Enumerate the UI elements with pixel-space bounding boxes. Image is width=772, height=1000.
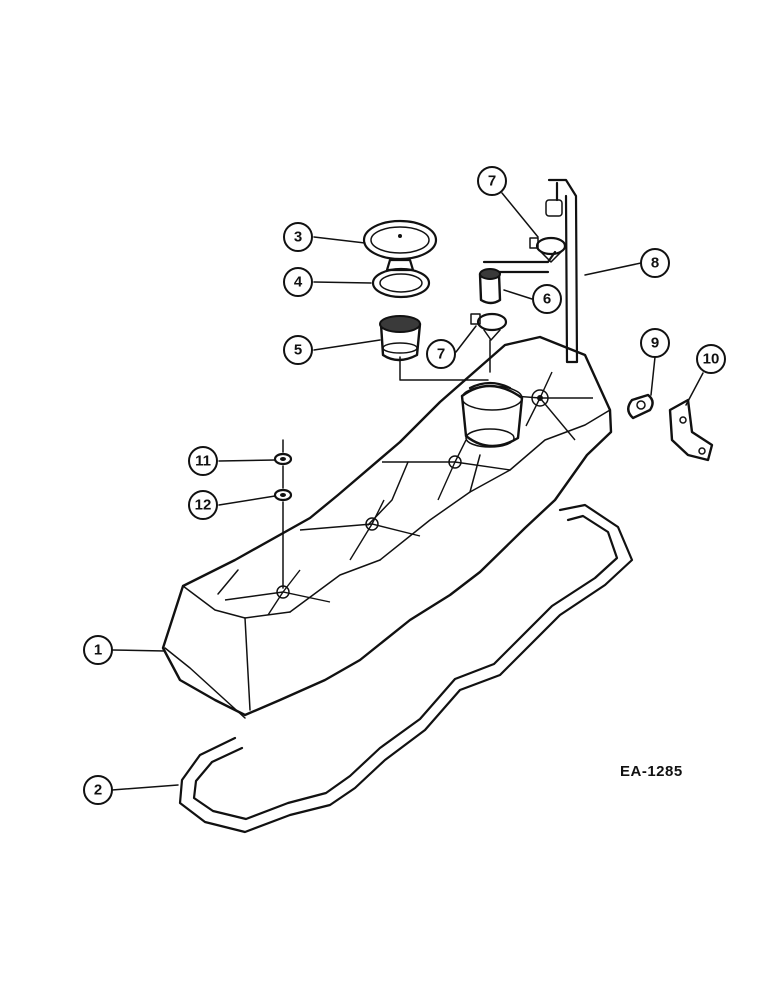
callout-11: 11 <box>188 446 218 476</box>
hose-clamp-lower <box>470 312 508 341</box>
callout-12-label: 12 <box>195 497 212 514</box>
callout-12: 12 <box>188 490 218 520</box>
callout-7-lower-label: 7 <box>437 346 445 363</box>
callout-1-label: 1 <box>94 642 102 659</box>
callout-4-label: 4 <box>294 274 303 291</box>
figure-reference-code: EA-1285 <box>620 763 683 780</box>
callout-1: 1 <box>83 635 113 665</box>
mounting-bracket <box>668 398 714 462</box>
callout-2-label: 2 <box>94 782 102 799</box>
callout-10: 10 <box>696 344 726 374</box>
leader-lines <box>111 192 704 791</box>
flat-washer <box>273 488 293 502</box>
tube-clip <box>627 393 654 420</box>
callout-6-label: 6 <box>543 291 551 308</box>
callout-2: 2 <box>83 775 113 805</box>
valve-cover <box>161 335 613 719</box>
callout-10-label: 10 <box>703 351 720 368</box>
hose <box>478 250 557 305</box>
callout-3-label: 3 <box>294 229 302 246</box>
cap-seal <box>371 267 431 299</box>
breather-cap <box>362 219 438 272</box>
callout-7-upper-label: 7 <box>488 173 496 190</box>
callout-3: 3 <box>283 222 313 252</box>
breather-filter <box>379 315 489 381</box>
callout-4: 4 <box>283 267 313 297</box>
callout-9-label: 9 <box>651 335 659 352</box>
callout-6: 6 <box>532 284 562 314</box>
hose-clamp-upper <box>529 236 567 263</box>
callout-7-lower: 7 <box>426 339 456 369</box>
callout-8-label: 8 <box>651 255 659 272</box>
sealing-washer <box>273 452 293 466</box>
callout-9: 9 <box>640 328 670 358</box>
callout-5-label: 5 <box>294 342 302 359</box>
callout-5: 5 <box>283 335 313 365</box>
valve-cover-gasket <box>178 503 634 834</box>
breather-tube <box>545 178 579 364</box>
callout-7-upper: 7 <box>477 166 507 196</box>
callout-11-label: 11 <box>195 453 211 470</box>
callout-8: 8 <box>640 248 670 278</box>
